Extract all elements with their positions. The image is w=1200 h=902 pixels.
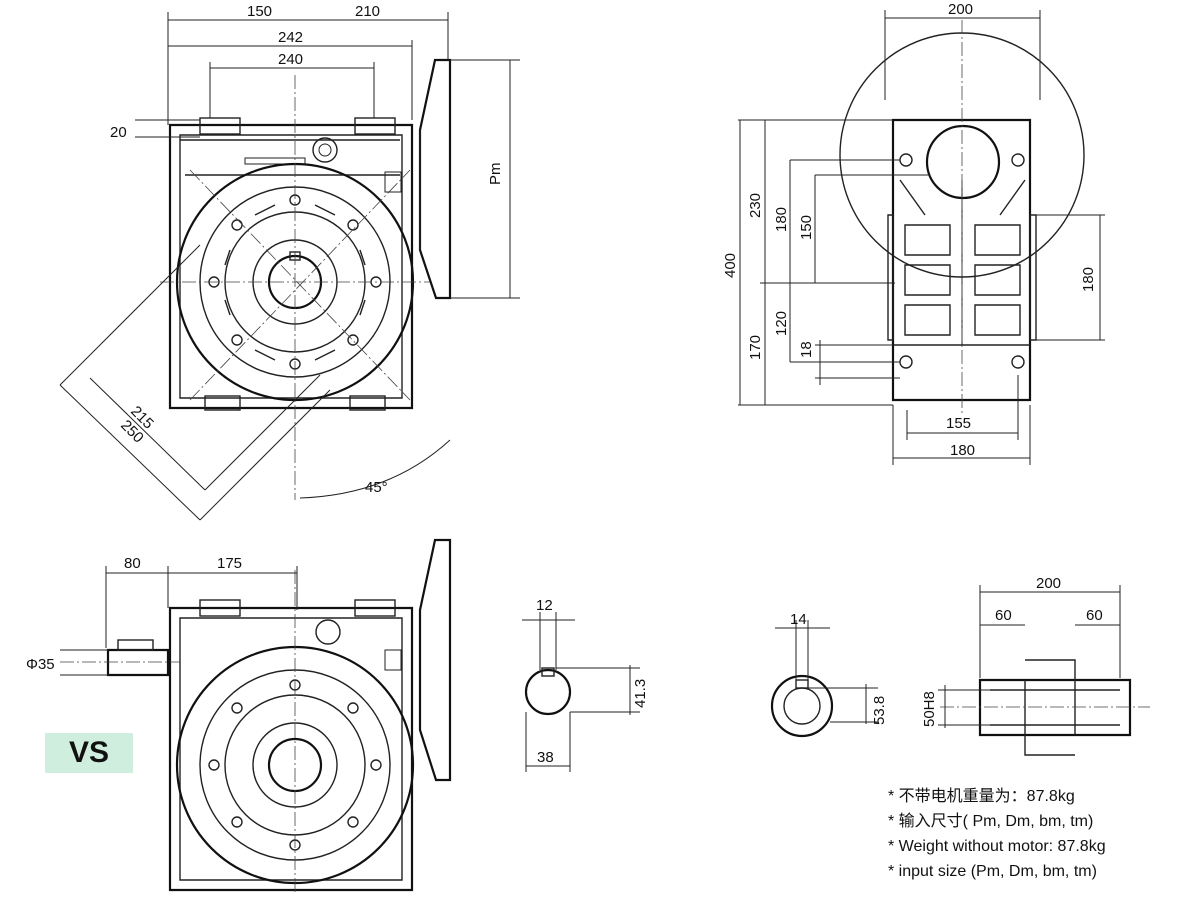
dim-180-left: 180 [773, 207, 790, 232]
dim-20: 20 [110, 124, 127, 141]
dim-12: 12 [536, 597, 553, 614]
dim-80: 80 [124, 555, 141, 572]
output-shaft-section [938, 585, 1150, 756]
dim-240: 240 [278, 51, 303, 68]
dim-400: 400 [722, 253, 739, 278]
dim-14: 14 [790, 611, 807, 628]
dim-242: 242 [278, 29, 303, 46]
dim-41-3: 41.3 [632, 679, 649, 708]
output-key-section [770, 620, 878, 738]
dim-170: 170 [747, 335, 764, 360]
dim-angle-45: 45° [365, 479, 388, 496]
dim-50h8: 50H8 [921, 691, 938, 727]
dim-pm: Pm [487, 163, 504, 186]
dim-150: 150 [247, 3, 272, 20]
dim-210: 210 [355, 3, 380, 20]
dim-phi35: Φ35 [26, 656, 55, 673]
dim-150-side: 150 [798, 215, 815, 240]
dim-60-right: 60 [1086, 607, 1103, 624]
dim-200-top: 200 [948, 1, 973, 18]
side-view [738, 10, 1105, 465]
dim-155: 155 [946, 415, 971, 432]
dim-18: 18 [798, 341, 815, 358]
dim-180-right: 180 [1080, 267, 1097, 292]
side-view-dimension-labels: 200 400 230 180 150 170 120 18 180 155 1… [722, 1, 1097, 459]
note-input-size-en: * input size (Pm, Dm, bm, tm) [888, 863, 1097, 880]
note-input-size-cn: * 输入尺寸( Pm, Dm, bm, tm) [888, 813, 1094, 830]
vs-badge: VS [45, 733, 133, 773]
dim-180-bottom: 180 [950, 442, 975, 459]
dim-53-8: 53.8 [871, 696, 888, 725]
dim-60-left: 60 [995, 607, 1012, 624]
vs-view [60, 538, 452, 895]
notes: * 不带电机重量为：87.8kg * 输入尺寸( Pm, Dm, bm, tm)… [888, 784, 1188, 884]
input-key-section [522, 612, 640, 772]
dim-38: 38 [537, 749, 554, 766]
dim-230: 230 [747, 193, 764, 218]
vs-view-dimension-labels: 80 175 Φ35 [26, 555, 242, 673]
output-shaft-dimension-labels: 200 60 60 50H8 [921, 575, 1103, 727]
front-view [59, 12, 520, 521]
dim-120: 120 [773, 311, 790, 336]
note-weight-en: * Weight without motor: 87.8kg [888, 838, 1106, 855]
output-key-dimension-labels: 14 53.8 [790, 611, 888, 725]
input-key-dimension-labels: 12 41.3 38 [536, 597, 649, 766]
note-weight-cn: * 不带电机重量为：87.8kg [888, 788, 1075, 805]
dim-175: 175 [217, 555, 242, 572]
front-bolt-holes [208, 194, 382, 370]
dim-200-shaft: 200 [1036, 575, 1061, 592]
